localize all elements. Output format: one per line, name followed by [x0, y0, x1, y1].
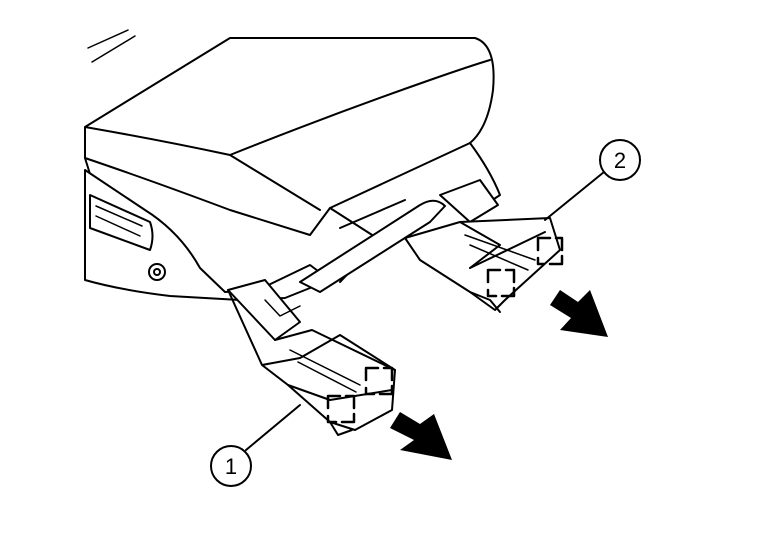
seat-frame-bar [299, 199, 446, 293]
callout-2: 2 [544, 139, 641, 221]
callout-1-label: 1 [225, 454, 237, 479]
seat-base [84, 142, 501, 301]
direction-arrows [390, 290, 608, 460]
callout-2-label: 2 [614, 148, 626, 173]
callout-1-leader [245, 404, 301, 451]
callout-1: 1 [210, 404, 301, 487]
front-rail-arrow-icon [390, 412, 452, 460]
rear-seat-rail [404, 179, 561, 313]
lock-markers [326, 236, 564, 424]
callout-2-circle [599, 139, 641, 181]
front-seat-rail [227, 279, 396, 436]
callout-2-leader [544, 171, 605, 221]
callout-1-circle [210, 445, 252, 487]
rear-rail-arrow-icon [550, 290, 608, 337]
